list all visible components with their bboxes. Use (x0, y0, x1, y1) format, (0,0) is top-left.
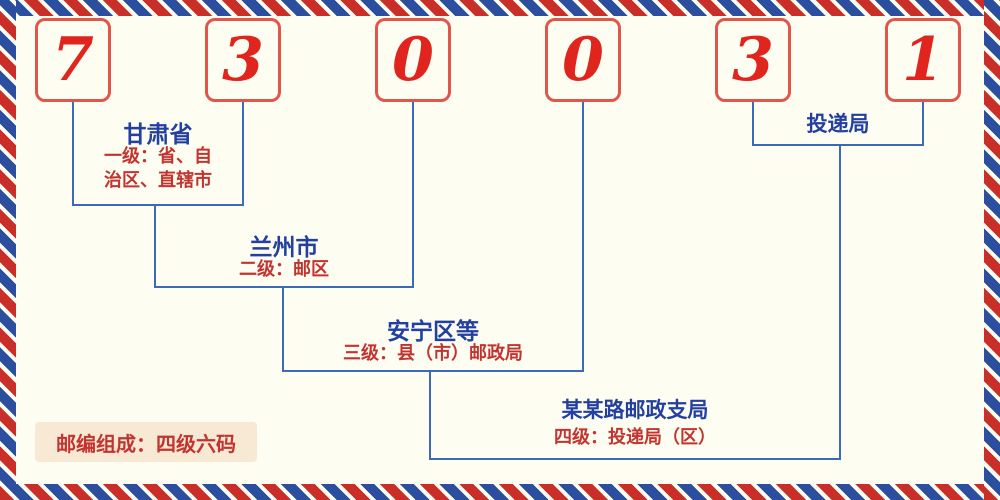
connector-stair-2-3 (282, 286, 284, 372)
digit-box-3: 0 (375, 18, 451, 102)
connector-level2-bottom (154, 286, 414, 288)
level1-description: 一级：省、自 治区、直辖市 (104, 145, 212, 193)
level4-branch-name: 某某路邮政支局 (561, 398, 709, 422)
level4-description: 四级：投递局（区） (554, 427, 716, 448)
connector-level1-right (242, 102, 244, 206)
connector-level4-drop (839, 144, 841, 460)
connector-delivery-bracket (752, 144, 924, 146)
level1-description-line2: 治区、直辖市 (104, 170, 212, 191)
connector-level4-bottom (429, 458, 841, 460)
connector-stair-1-2 (154, 204, 156, 288)
connector-level2-digit (412, 102, 414, 288)
connector-level3-bottom (282, 370, 584, 372)
level3-description: 三级：县（市）邮政局 (343, 343, 523, 364)
level4-name: 投递局 (806, 112, 870, 136)
connector-level1-left (72, 102, 74, 206)
digit-box-1: 7 (35, 18, 111, 102)
level3-name: 安宁区等 (387, 319, 479, 345)
level2-name: 兰州市 (249, 235, 319, 261)
airmail-border-right (984, 0, 1000, 500)
digit-1: 7 (52, 25, 94, 95)
connector-level3-digit (582, 102, 584, 372)
airmail-border-bottom (0, 484, 1000, 500)
level2-description: 二级：邮区 (239, 259, 329, 280)
composition-badge: 邮编组成：四级六码 (35, 422, 257, 462)
digit-box-5: 3 (715, 18, 791, 102)
digit-box-4: 0 (545, 18, 621, 102)
connector-stair-3-4 (429, 370, 431, 460)
digit-6: 1 (902, 25, 944, 95)
connector-delivery-left (752, 102, 754, 146)
digit-2: 3 (222, 25, 264, 95)
digit-3: 0 (392, 25, 434, 95)
connector-delivery-right (922, 102, 924, 146)
level1-name: 甘肃省 (123, 122, 193, 148)
digit-4: 0 (562, 25, 604, 95)
airmail-border-left (0, 0, 16, 500)
connector-level1-bottom (72, 204, 244, 206)
airmail-border-top (0, 0, 1000, 16)
digit-box-2: 3 (205, 18, 281, 102)
level1-description-line1: 一级：省、自 (104, 146, 212, 167)
digit-5: 3 (732, 25, 774, 95)
digit-box-6: 1 (885, 18, 961, 102)
